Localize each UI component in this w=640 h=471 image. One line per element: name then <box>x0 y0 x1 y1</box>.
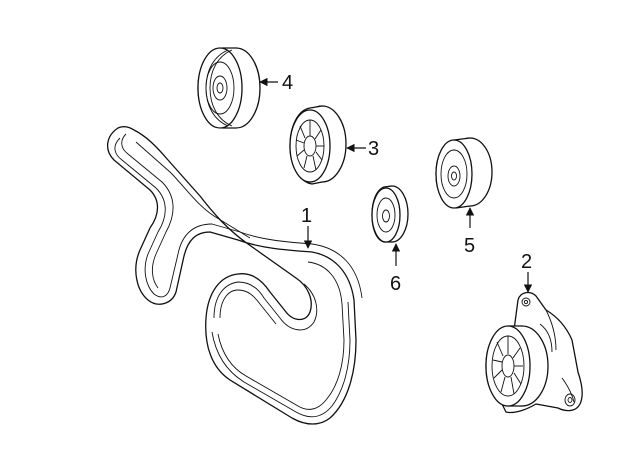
belt-tensioner <box>485 291 583 414</box>
callout-1: 1 <box>301 205 312 227</box>
callout-4: 4 <box>282 72 293 94</box>
callout-2: 2 <box>521 251 532 273</box>
ribbed-idler-pulley <box>289 105 347 185</box>
callout-5: 5 <box>464 235 475 257</box>
belt-rib-4 <box>211 289 351 418</box>
belt-rib-5 <box>217 261 345 410</box>
callout-labels: 1 2 3 4 5 6 <box>282 72 532 295</box>
grooved-idler-pulley <box>197 47 261 129</box>
belt-rib-2 <box>121 133 174 289</box>
callout-6: 6 <box>390 273 401 295</box>
small-idler-pulley <box>371 185 409 243</box>
callout-leaders <box>259 77 533 293</box>
belt-rib-3 <box>213 281 318 331</box>
smooth-idler-pulley <box>435 137 493 209</box>
callout-3: 3 <box>368 138 379 160</box>
belt-rib-6 <box>135 141 251 239</box>
belt-outer-upper <box>107 126 357 425</box>
serpentine-belt <box>107 126 363 425</box>
